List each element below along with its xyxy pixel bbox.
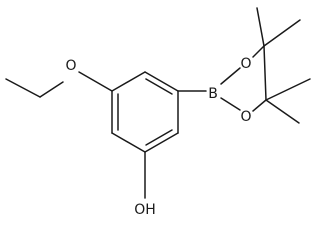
pinacol-boronate-group: B O O [177, 7, 311, 125]
benzene-ring [111, 71, 179, 153]
bond-ch2-to-ch3 [5, 78, 41, 98]
methyl-bond-c5-right [265, 78, 311, 101]
chemical-structure: O OH B O O [5, 7, 311, 218]
boron-label: B [208, 86, 218, 102]
ring-double-bond-c3-c4 [145, 129, 173, 146]
ring-bond-c4-c5 [111, 132, 146, 153]
ring-bond-c1-c2 [144, 71, 179, 92]
bond-ring-to-ether-oxygen [78, 71, 113, 92]
bond-oxygen-bottom-to-c5 [252, 99, 267, 112]
methyl-bond-c4-up [256, 7, 265, 47]
methyl-bond-c4-right [263, 19, 301, 47]
ring-double-bond-c1-c2 [145, 78, 173, 95]
ether-oxygen-label: O [65, 58, 76, 74]
boronate-oxygen-top-label: O [240, 56, 251, 72]
ring-bond-c6-c1 [111, 71, 146, 92]
hydroxyl-label: OH [134, 202, 156, 218]
methyl-bond-c5-down [265, 99, 300, 124]
ethoxy-group: O [5, 58, 113, 98]
bond-boron-to-oxygen-top [220, 67, 241, 85]
bond-boron-to-oxygen-bottom [220, 97, 241, 111]
ring-bond-c3-c4 [144, 132, 179, 153]
hydroxyl-group: OH [134, 151, 156, 218]
bond-oxygen-top-to-c4 [252, 45, 265, 58]
bond-ether-oxygen-to-ch2 [39, 81, 64, 98]
boronate-oxygen-bottom-label: O [240, 109, 251, 125]
bond-c4-to-c5 [263, 45, 267, 101]
